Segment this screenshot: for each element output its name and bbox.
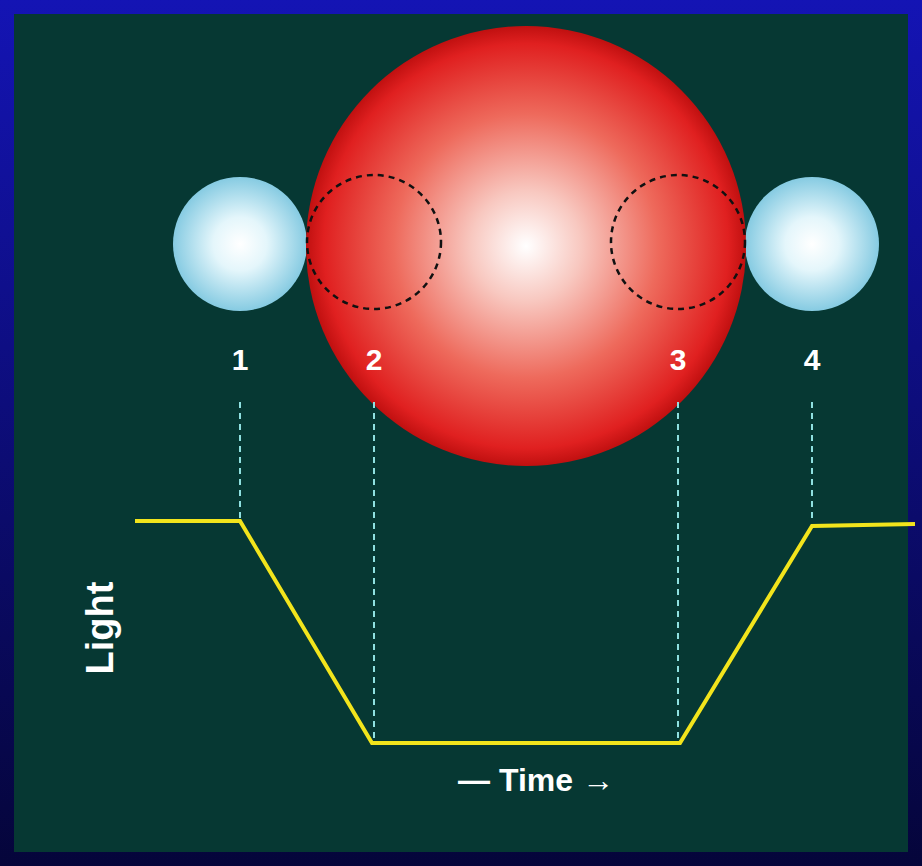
panel [14,14,908,852]
guide-line [373,402,375,740]
callout-number: 2 [366,345,383,375]
axis-label: Light [81,582,119,675]
axis-label: — Time → [458,764,614,796]
guide-line [811,402,813,523]
planet-outline [611,175,745,309]
star [306,26,746,466]
light-curve [135,521,915,743]
planet [745,177,879,311]
guide-line [677,402,679,740]
callout-number: 4 [804,345,821,375]
callout-number: 1 [232,345,249,375]
planet-outline [307,175,441,309]
callout-number: 3 [670,345,687,375]
guide-line [239,402,241,518]
planet [173,177,307,311]
